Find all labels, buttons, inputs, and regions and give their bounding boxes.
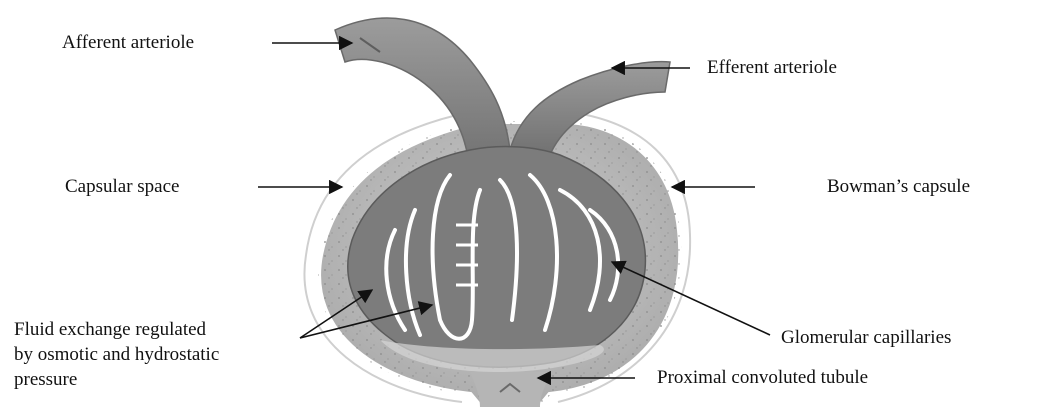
capsular-space-label: Capsular space	[65, 176, 179, 198]
proximal-tubule-label: Proximal convoluted tubule	[657, 367, 868, 389]
efferent-arteriole-label: Efferent arteriole	[707, 57, 837, 79]
glomerular-capillaries-label: Glomerular capillaries	[781, 327, 951, 349]
fluid-exchange-line-1: Fluid exchange regulated	[14, 317, 219, 342]
bowmans-capsule-label: Bowman’s capsule	[827, 176, 970, 198]
fluid-exchange-label: Fluid exchange regulated by osmotic and …	[14, 317, 219, 392]
afferent-arteriole-label: Afferent arteriole	[62, 32, 194, 54]
fluid-exchange-line-2: by osmotic and hydrostatic	[14, 342, 219, 367]
fluid-exchange-line-3: pressure	[14, 367, 219, 392]
